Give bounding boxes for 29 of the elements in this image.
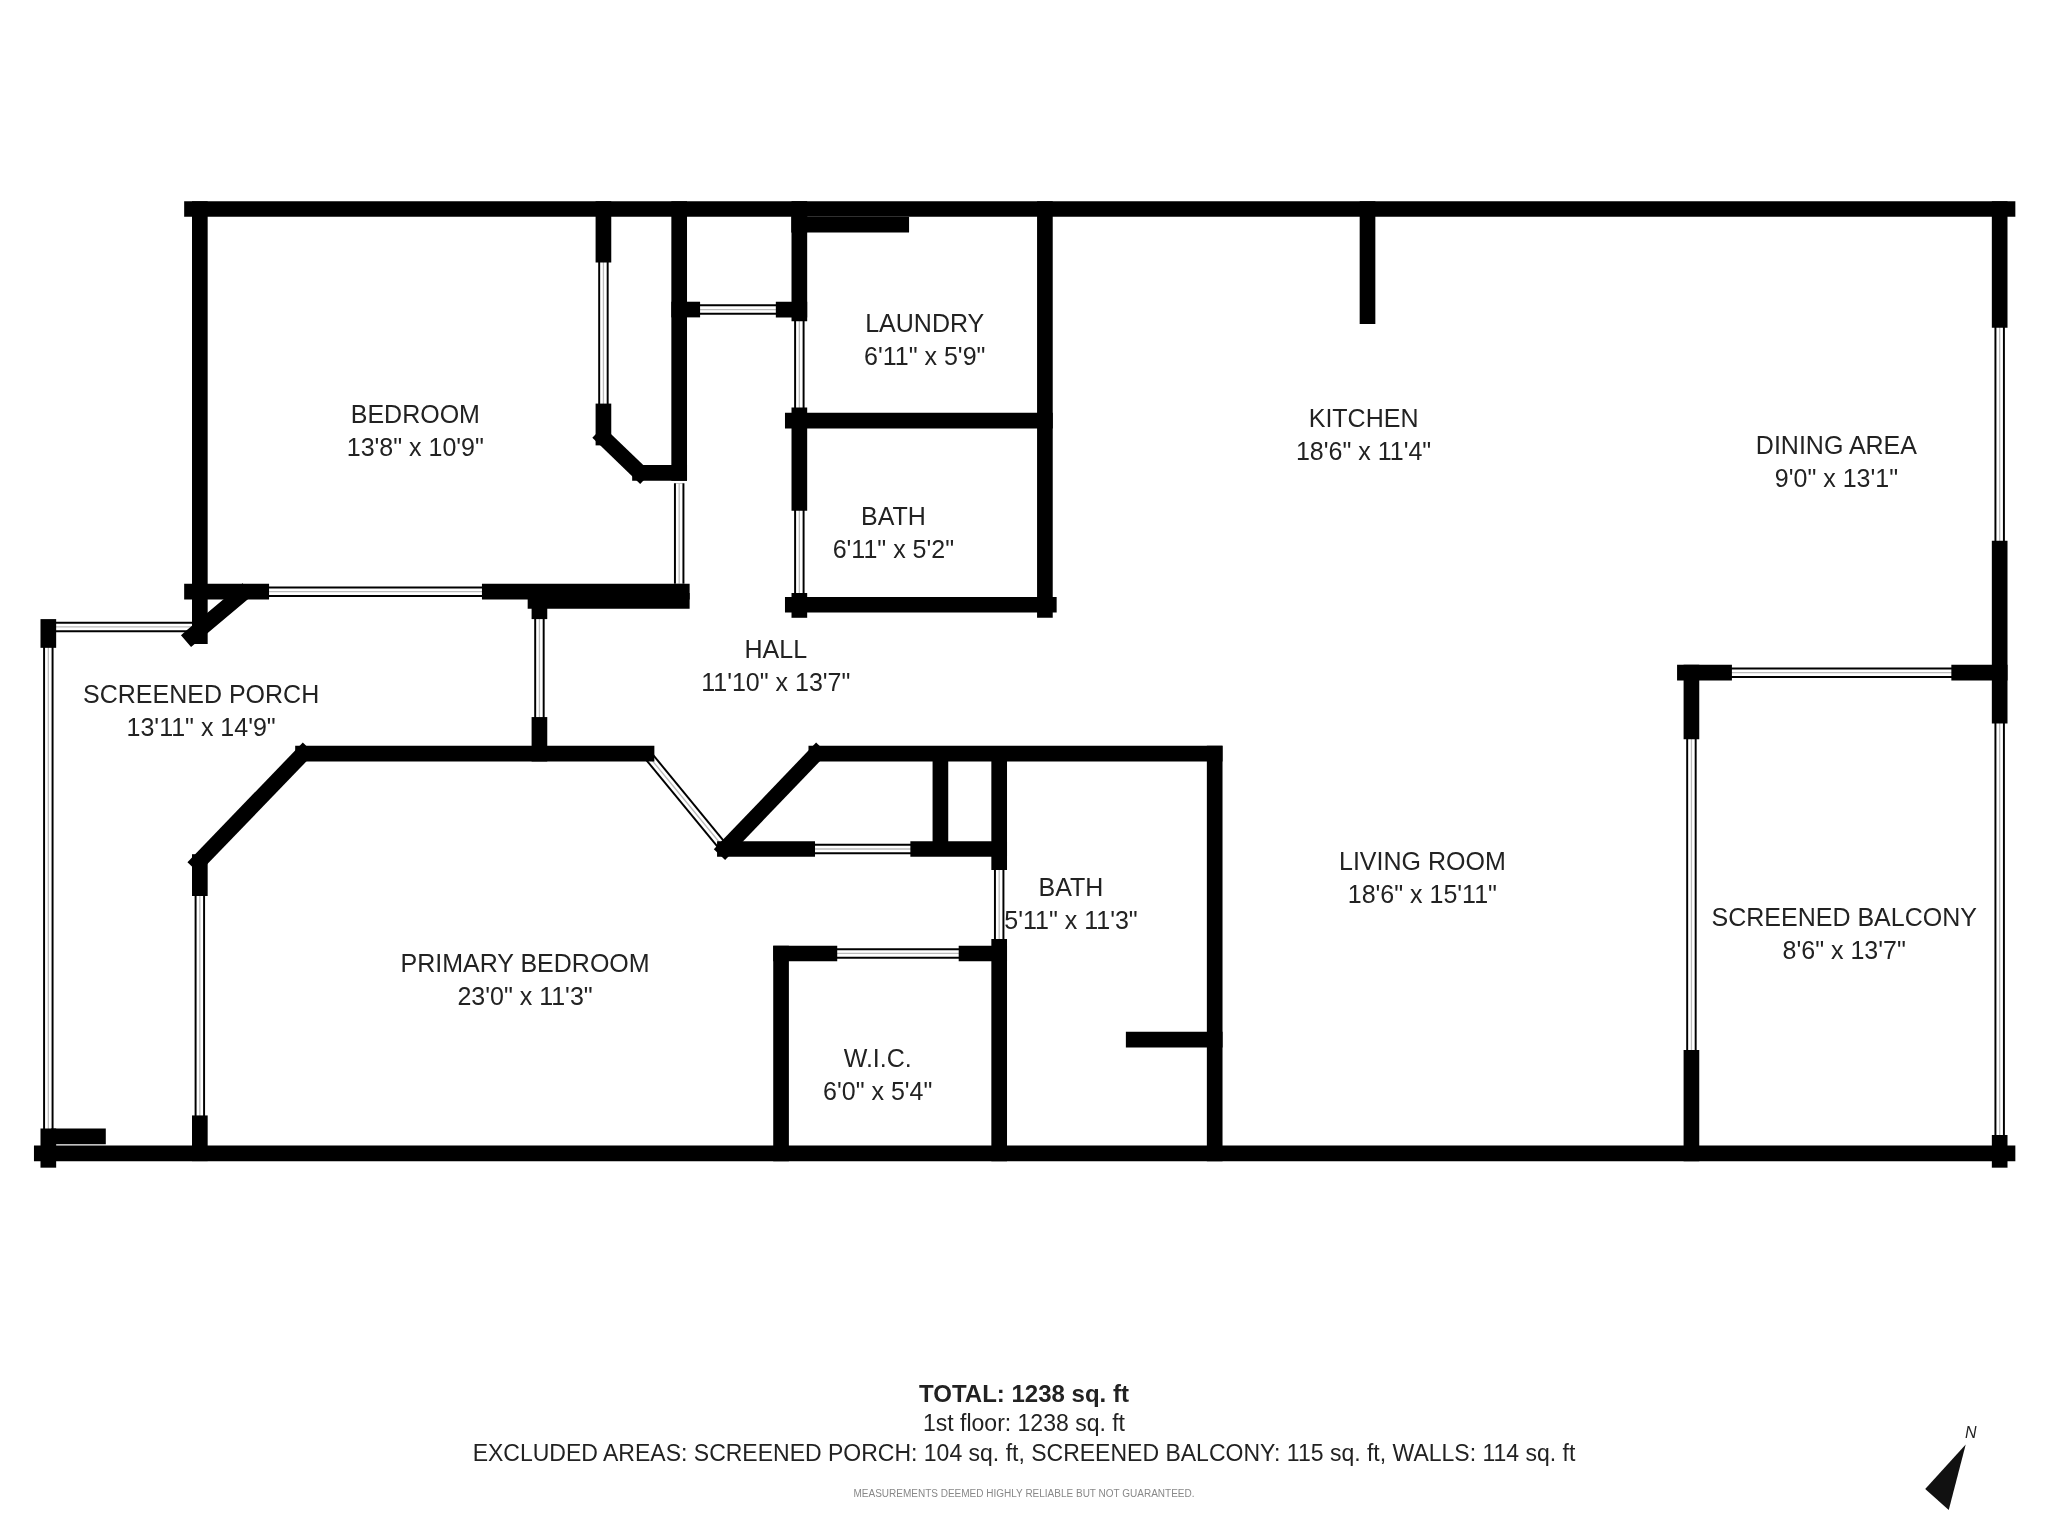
room-name: HALL — [744, 634, 808, 666]
room-name: LAUNDRY — [865, 307, 985, 339]
room-name: DINING AREA — [1755, 430, 1917, 462]
area-summary: EXCLUDED AREAS: SCREENED PORCH: 104 sq. ft, SCREENED BALCONY: 115 sq. ft, WALLS: 114 sq. ft — [472, 1440, 1576, 1467]
room-dimensions: 9'0" x 13'1" — [1774, 463, 1898, 495]
room-dimensions: 11'10" x 13'7" — [701, 667, 851, 699]
room-dimensions: 8'6" x 13'7" — [1782, 934, 1906, 966]
room-name: SCREENED PORCH — [83, 678, 320, 710]
room-name: PRIMARY BEDROOM — [400, 947, 650, 979]
room-dimensions: 13'8" x 10'9" — [346, 432, 484, 463]
area-summary: 1st floor: 1238 sq. ft — [923, 1410, 1125, 1437]
room-name: W.I.C. — [843, 1042, 912, 1074]
room-name: BATH — [860, 500, 926, 532]
room-name: LIVING ROOM — [1339, 845, 1506, 877]
room-dimensions: 6'0" x 5'4" — [823, 1075, 933, 1107]
room-dimensions: 6'11" x 5'2" — [832, 533, 955, 565]
room-dimensions: 18'6" x 11'4" — [1295, 435, 1432, 467]
room-dimensions: 18'6" x 15'11" — [1347, 878, 1497, 910]
room-name: KITCHEN — [1308, 402, 1419, 434]
room-name: BATH — [1038, 871, 1104, 903]
room-name: BEDROOM — [350, 399, 480, 430]
area-summary: TOTAL: 1238 sq. ft — [919, 1380, 1129, 1408]
disclaimer-note: MEASUREMENTS DEEMED HIGHLY RELIABLE BUT NOT GUARANTEED. — [853, 1488, 1195, 1499]
room-dimensions: 6'11" x 5'9" — [864, 340, 986, 372]
room-dimensions: 23'0" x 11'3" — [457, 980, 593, 1012]
room-name: SCREENED BALCONY — [1711, 901, 1977, 933]
north-label: N — [1965, 1424, 1977, 1442]
room-dimensions: 5'11" x 11'3" — [1004, 904, 1138, 936]
room-dimensions: 13'11" x 14'9" — [126, 711, 276, 743]
